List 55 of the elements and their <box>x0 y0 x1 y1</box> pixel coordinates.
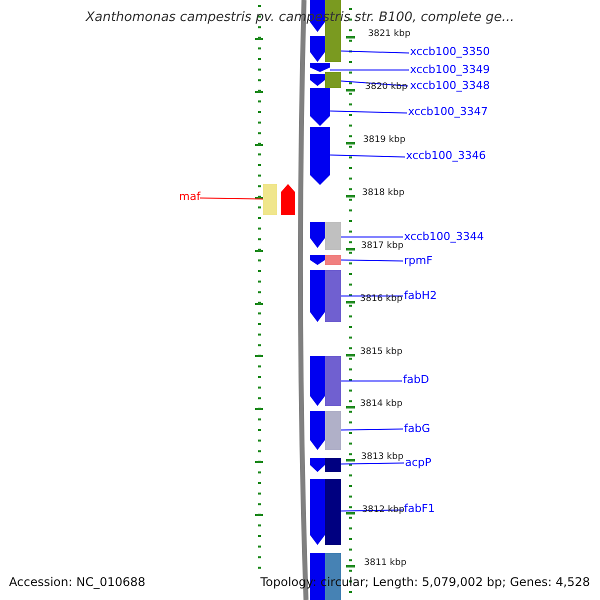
gene-label: xccb100_3350 <box>410 46 490 57</box>
gene-feature <box>310 74 325 86</box>
gene-feature <box>310 411 325 450</box>
gene-label: fabF1 <box>404 503 435 514</box>
gene-feature <box>310 270 325 322</box>
scale-label: 3821 kbp <box>368 30 410 39</box>
gene-label: fabD <box>403 374 430 385</box>
gene-feature <box>310 63 330 72</box>
scale-label: 3816 kbp <box>360 295 402 304</box>
gene-label: fabG <box>404 423 430 434</box>
scale-label: 3819 kbp <box>363 136 406 145</box>
gene-label: rpmF <box>404 255 433 266</box>
gene-feature <box>325 479 341 545</box>
leader-line <box>340 80 408 86</box>
gene-label: xccb100_3348 <box>410 80 490 91</box>
leader-line <box>340 50 410 54</box>
leader-line <box>330 110 408 114</box>
gene-label: maf <box>179 191 200 202</box>
gene-feature <box>310 255 325 265</box>
gene-feature <box>325 270 341 322</box>
gene-feature <box>325 72 341 88</box>
scale-label: 3813 kbp <box>361 453 404 462</box>
accession-text: Accession: NC_010688 <box>9 576 146 588</box>
leader-line <box>200 198 264 200</box>
gene-feature <box>310 88 330 126</box>
gene-feature <box>310 222 325 248</box>
gene-feature <box>310 458 325 472</box>
gene-feature <box>310 356 325 406</box>
scale-label: 3815 kbp <box>360 348 402 357</box>
gene-label: xccb100_3344 <box>404 231 484 242</box>
gene-feature <box>325 255 341 265</box>
leader-line <box>330 154 406 158</box>
title: Xanthomonas campestris pv. campestris str. B100, complete ge... <box>84 11 516 24</box>
leader-line <box>340 462 404 464</box>
leader-line <box>340 428 404 430</box>
gene-feature <box>325 222 341 250</box>
gene-feature <box>325 411 341 450</box>
gene-feature <box>325 458 341 472</box>
gene-feature <box>325 356 341 406</box>
scale-label: 3814 kbp <box>360 400 402 409</box>
scale-label: 3811 kbp <box>364 559 406 568</box>
gene-label: acpP <box>405 457 432 468</box>
gene-feature <box>263 184 277 215</box>
gene-feature <box>310 479 325 545</box>
gene-feature <box>281 184 295 215</box>
scale-label: 3817 kbp <box>361 242 404 251</box>
gene-label: xccb100_3346 <box>406 150 486 161</box>
leader-line <box>340 380 402 382</box>
leader-line <box>340 260 404 262</box>
gene-feature <box>310 127 330 185</box>
gene-label: fabH2 <box>404 290 437 301</box>
scale-label: 3818 kbp <box>362 189 404 198</box>
gene-label: xccb100_3349 <box>410 64 490 75</box>
leader-line <box>340 236 404 238</box>
gene-label: xccb100_3347 <box>408 106 488 117</box>
